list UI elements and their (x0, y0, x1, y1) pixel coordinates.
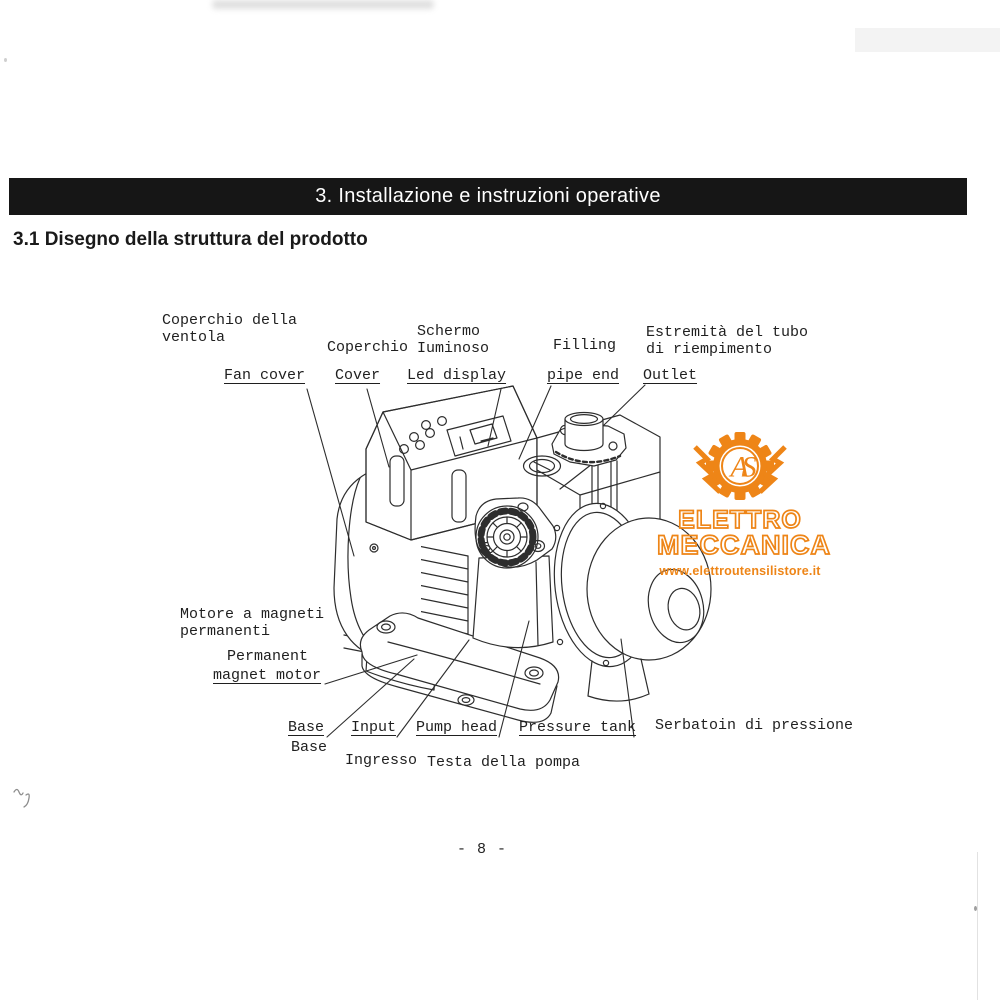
led-display-shape (446, 415, 512, 457)
label-pressure-tank-it: Serbatoin di pressione (655, 717, 854, 734)
pump-head-shape (472, 555, 554, 649)
section-header-bar: 3. Installazione e instruzioni operative (9, 178, 967, 215)
page-number: - 8 - (457, 841, 508, 858)
leader-lines (306, 384, 646, 738)
outlet-shape (551, 411, 627, 467)
label-outlet-en: Outlet (643, 367, 698, 384)
label-cover-it: Coperchio (327, 339, 409, 356)
logo-name-line2: MECCANICA (656, 530, 831, 560)
panel-buttons (399, 416, 448, 455)
scan-artifact-right-edge (977, 852, 978, 1000)
label-filling-en2: pipe end (547, 367, 620, 384)
label-base-en: Base (288, 719, 325, 736)
lightning-bolt-icons (693, 445, 787, 494)
section-header-title: 3. Installazione e instruzioni operative (315, 185, 661, 207)
label-filling-en1: Filling (553, 337, 617, 354)
clamp-ring-spokes (486, 516, 528, 558)
scan-speck-left (4, 58, 7, 62)
label-motor-en1: Permanent (227, 648, 309, 665)
logo-website: www.elettroutensilistore.it (659, 564, 821, 578)
label-fan-cover-en: Fan cover (224, 367, 306, 384)
clamp-ring-shape (474, 497, 557, 569)
section-heading: 3.1 Disegno della struttura del prodotto (13, 229, 368, 250)
label-motor-en2: magnet motor (213, 667, 322, 684)
scan-artifact-topright-box (855, 28, 1000, 52)
label-pump-head-en: Pump head (416, 719, 498, 736)
label-pump-head-it: Testa della pompa (427, 754, 581, 771)
label-pressure-tank-en: Pressure tank (519, 719, 637, 736)
logo-name-line1: ELETTRO (677, 506, 802, 534)
scan-speck-right (974, 906, 977, 911)
label-led-display-en: Led display (407, 367, 507, 384)
label-cover-en: Cover (335, 367, 381, 384)
handwritten-mark (13, 788, 30, 808)
label-input-it: Ingresso (345, 752, 418, 769)
gear-monogram-icon: AS (693, 432, 787, 500)
label-base-it: Base (291, 739, 328, 756)
pressure-tank-shape (553, 502, 712, 702)
frame-struts (559, 458, 618, 513)
scan-artifact-top-smudge (212, 0, 434, 9)
label-input-en: Input (351, 719, 397, 736)
elettromeccanica-logo: AS ELETTRO MECCANICA www.elettroutensili… (656, 420, 831, 578)
